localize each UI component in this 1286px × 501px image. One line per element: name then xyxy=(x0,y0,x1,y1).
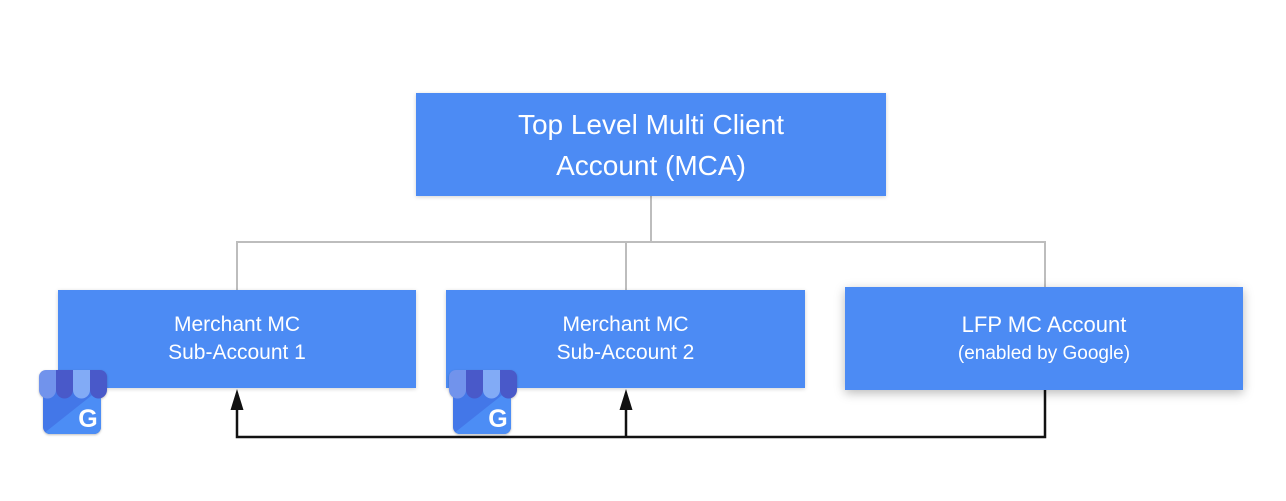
node-sub2-line2: Sub-Account 2 xyxy=(556,341,695,364)
node-sub1-line2: Sub-Account 1 xyxy=(168,341,306,364)
gmb-awning xyxy=(39,370,107,399)
flow-arrow-lines xyxy=(235,390,1047,439)
gmb-store-body: G xyxy=(453,388,511,434)
arrowhead-sub2 xyxy=(619,389,633,410)
flow-line-lfp-to-sub1 xyxy=(235,390,1047,439)
node-sub1-line1: Merchant MC xyxy=(173,313,301,336)
node-lfp-mc-account: LFP MC Account (enabled by Google) xyxy=(845,287,1243,390)
node-top-level-mca-line2: Account (MCA) xyxy=(556,149,746,181)
google-my-business-icon: G xyxy=(39,370,107,434)
node-sub2-line1: Merchant MC xyxy=(562,313,689,336)
google-my-business-icon: G xyxy=(449,370,517,434)
gmb-letter-g: G xyxy=(488,405,507,433)
node-top-level-mca-line1: Top Level Multi Client xyxy=(517,108,785,140)
gmb-letter-g: G xyxy=(78,405,97,433)
tree-connector-lines xyxy=(236,196,1046,290)
arrowhead-sub1 xyxy=(230,389,244,410)
node-merchant-sub-account-1: Merchant MC Sub-Account 1 xyxy=(58,290,416,388)
node-top-level-mca: Top Level Multi Client Account (MCA) xyxy=(416,93,886,196)
flow-arrowheads xyxy=(230,389,633,410)
node-lfp-line1: LFP MC Account xyxy=(961,311,1127,337)
gmb-awning xyxy=(449,370,517,399)
node-lfp-line2: (enabled by Google) xyxy=(957,342,1131,364)
